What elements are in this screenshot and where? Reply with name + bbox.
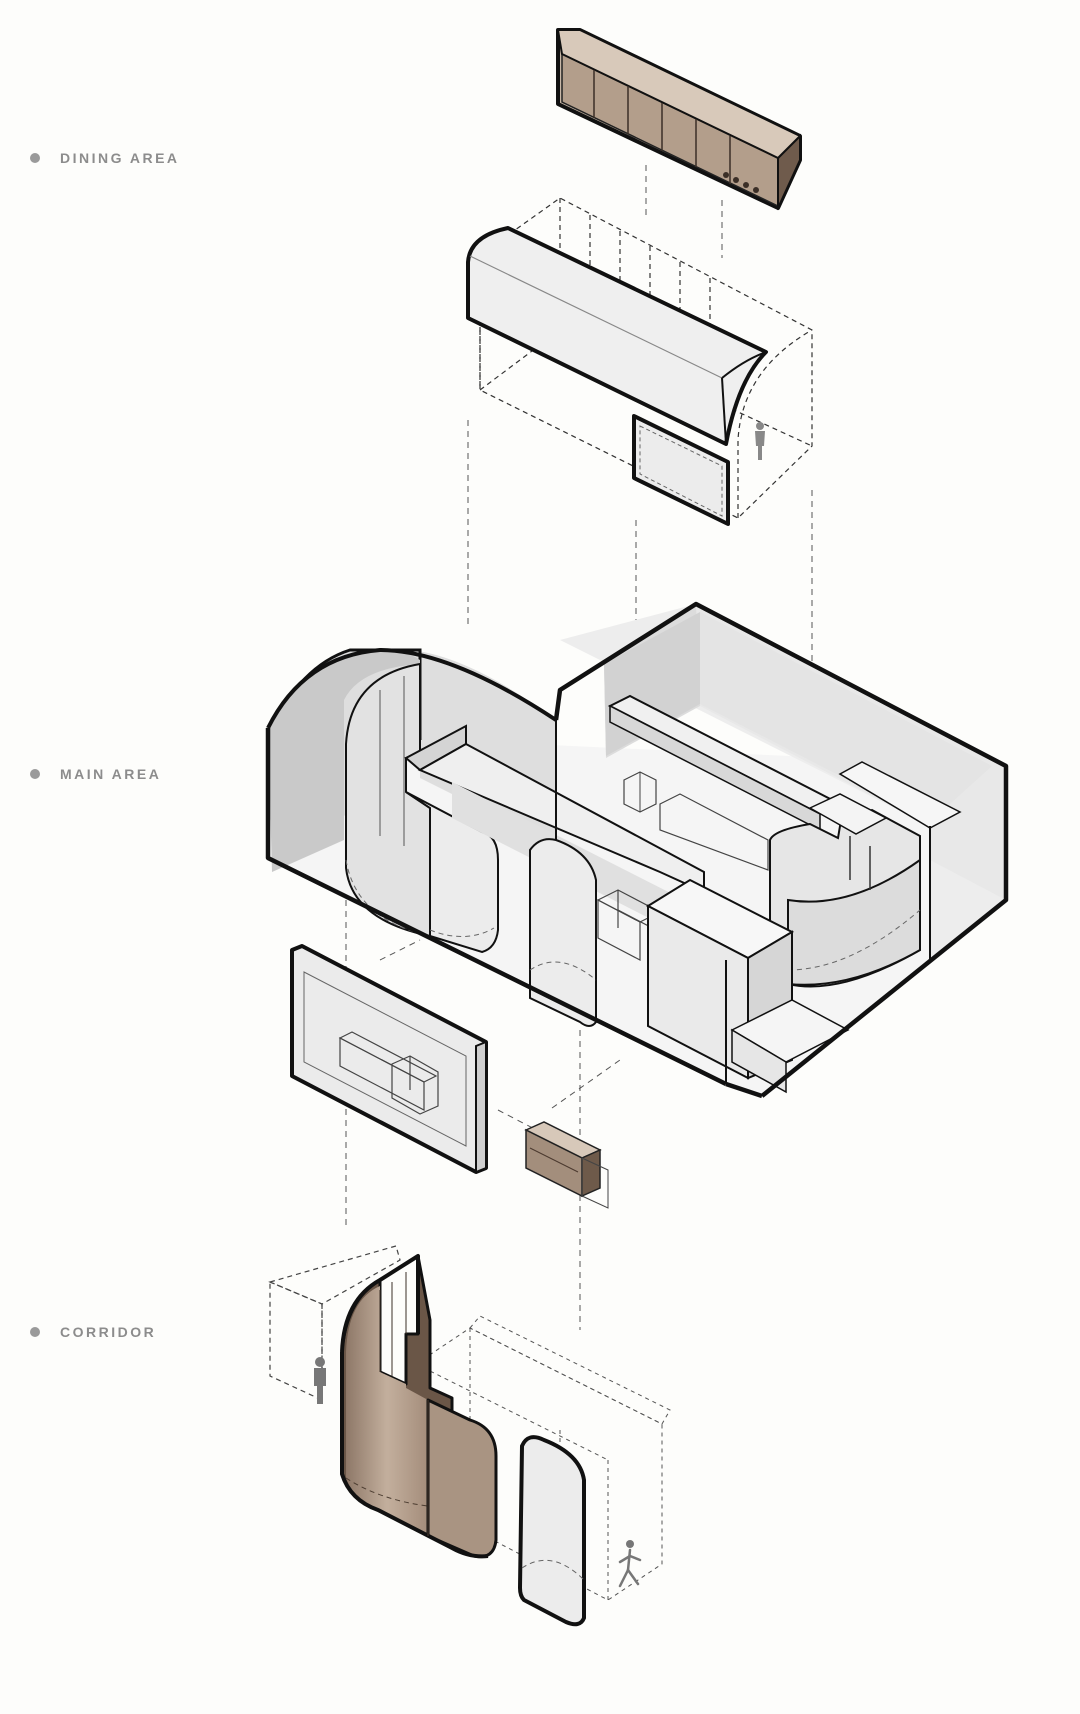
corridor-curved-wood-wall — [340, 1254, 498, 1559]
corridor-group — [268, 1245, 671, 1627]
bullet-dot-icon — [30, 769, 40, 779]
label-main-area: MAIN AREA — [30, 766, 161, 782]
dining-flat-panel — [632, 414, 730, 526]
corridor-door-panel — [518, 1435, 586, 1627]
main-curved-partition — [345, 662, 499, 954]
main-front-counter — [645, 878, 850, 1094]
dining-area-text: DINING AREA — [60, 150, 180, 166]
main-detached-wall-panel — [290, 944, 488, 1174]
corridor-text: CORRIDOR — [60, 1324, 157, 1340]
dining-shelf-box — [556, 28, 802, 210]
walking-figure-icon — [618, 1540, 642, 1588]
dining-area-group — [466, 28, 813, 780]
main-area-text: MAIN AREA — [60, 766, 162, 782]
human-figure-icon — [755, 422, 765, 460]
main-right-curved-wall — [769, 808, 921, 988]
main-area-group — [265, 601, 1009, 1099]
bullet-dot-icon — [30, 1327, 40, 1337]
main-door-panel — [529, 838, 597, 1027]
small-wood-cabinet — [524, 1121, 609, 1209]
human-figure-icon — [314, 1357, 326, 1404]
dining-curved-panel — [466, 226, 768, 446]
label-dining-area: DINING AREA — [30, 150, 180, 166]
label-corridor: CORRIDOR — [30, 1324, 156, 1340]
bullet-dot-icon — [30, 153, 40, 163]
